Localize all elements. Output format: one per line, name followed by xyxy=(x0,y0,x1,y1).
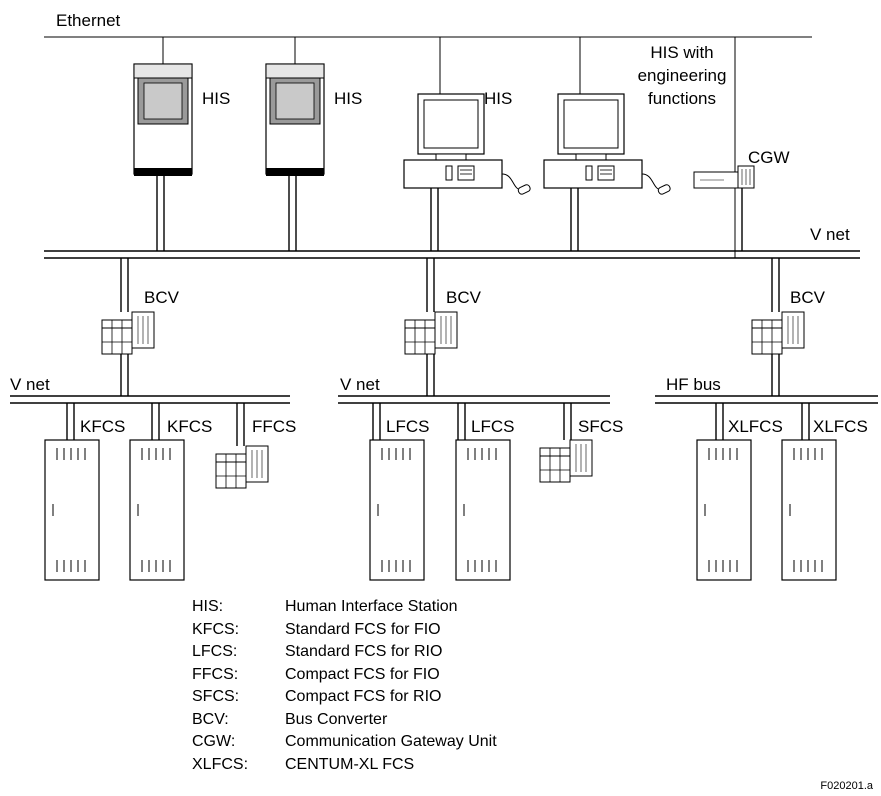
vnet-mid-label: V net xyxy=(340,375,380,394)
kfcs-label-2: KFCS xyxy=(167,417,212,436)
xlfcs-cabinet-2 xyxy=(781,439,837,581)
legend-desc: CENTUM-XL FCS xyxy=(285,755,415,773)
cgw-unit xyxy=(693,165,755,189)
xlfcs-cabinet-1 xyxy=(696,439,752,581)
lfcs-cabinet-2 xyxy=(455,439,511,581)
legend-desc: Bus Converter xyxy=(285,710,388,728)
ffcs-label: FFCS xyxy=(252,417,296,436)
vnet-left-label: V net xyxy=(10,375,50,394)
his-eng-label-1: HIS with xyxy=(650,43,713,62)
legend-abbr: FFCS: xyxy=(192,665,239,683)
ethernet-label: Ethernet xyxy=(56,11,121,30)
his-label-2: HIS xyxy=(334,89,362,108)
legend-row: LFCS: Standard FCS for RIO xyxy=(192,641,497,664)
legend-row: FFCS: Compact FCS for FIO xyxy=(192,664,497,687)
sfcs-label: SFCS xyxy=(578,417,623,436)
legend-row: HIS: Human Interface Station xyxy=(192,596,497,619)
legend-desc: Communication Gateway Unit xyxy=(285,733,497,750)
legend-row: CGW: Communication Gateway Unit xyxy=(192,731,497,754)
legend-desc: Human Interface Station xyxy=(285,598,458,615)
his-pc xyxy=(403,93,532,196)
his-console-2 xyxy=(265,63,325,177)
kfcs-cabinet-2 xyxy=(129,439,185,581)
legend-desc: Standard FCS for RIO xyxy=(285,643,443,660)
cgw-label: CGW xyxy=(748,148,790,167)
his-label-1: HIS xyxy=(202,89,230,108)
bcv-label-2: BCV xyxy=(446,288,482,307)
vnet-left-bus xyxy=(10,395,290,404)
lfcs-cabinet-1 xyxy=(369,439,425,581)
his-eng-pc xyxy=(543,93,672,196)
legend-desc: Compact FCS for FIO xyxy=(285,665,440,683)
bcv-label-3: BCV xyxy=(790,288,826,307)
legend-desc: Compact FCS for RIO xyxy=(285,688,442,705)
his-eng-label-2: engineering xyxy=(638,66,727,85)
sfcs-unit xyxy=(539,439,593,483)
lfcs-label-2: LFCS xyxy=(471,417,514,436)
legend-row: KFCS: Standard FCS for FIO xyxy=(192,619,497,642)
legend-abbr: BCV: xyxy=(192,710,229,728)
kfcs-cabinet-1 xyxy=(44,439,100,581)
bcv-unit-1 xyxy=(101,311,155,355)
legend-row: XLFCS: CENTUM-XL FCS xyxy=(192,754,497,777)
legend-abbr: LFCS: xyxy=(192,643,238,660)
legend-abbr: XLFCS: xyxy=(192,755,249,773)
hfbus-label: HF bus xyxy=(666,375,721,394)
legend-abbr: KFCS: xyxy=(192,620,240,638)
hf-bus xyxy=(655,395,878,404)
ffcs-unit xyxy=(215,445,269,489)
legend-row: BCV: Bus Converter xyxy=(192,709,497,732)
figure-id: F020201.a xyxy=(820,780,873,792)
legend-abbr: CGW: xyxy=(192,733,236,750)
legend-abbr: HIS: xyxy=(192,598,224,615)
kfcs-label-1: KFCS xyxy=(80,417,125,436)
vnet-top-label: V net xyxy=(810,225,850,244)
vnet-mid-bus xyxy=(338,395,610,404)
legend-row: SFCS: Compact FCS for RIO xyxy=(192,686,497,709)
bcv-unit-2 xyxy=(404,311,458,355)
bcv-label-1: BCV xyxy=(144,288,180,307)
xlfcs-label-1: XLFCS xyxy=(728,417,783,436)
his-eng-label-3: functions xyxy=(648,89,716,108)
lfcs-label-1: LFCS xyxy=(386,417,429,436)
xlfcs-label-2: XLFCS xyxy=(813,417,868,436)
legend-desc: Standard FCS for FIO xyxy=(285,620,441,638)
legend: HIS: Human Interface Station KFCS: Standar… xyxy=(192,596,497,776)
his-console-1 xyxy=(133,63,193,177)
bcv-unit-3 xyxy=(751,311,805,355)
legend-abbr: SFCS: xyxy=(192,688,240,705)
his-label-3: HIS xyxy=(484,89,512,108)
vnet-main-bus xyxy=(44,250,860,259)
